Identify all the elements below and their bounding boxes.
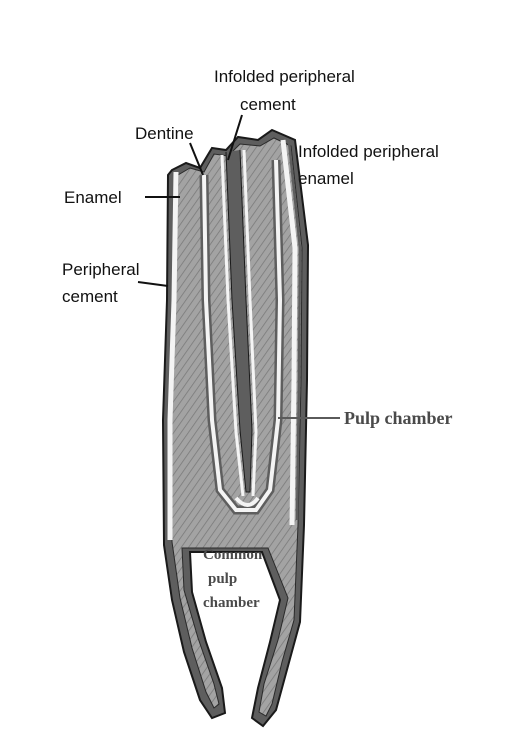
infolded-loop-enamel <box>202 159 283 512</box>
label-common-line2: pulp <box>208 571 237 587</box>
label-common-line1: Common <box>203 547 263 563</box>
tooth-outline <box>161 128 310 728</box>
infolded-cement-core <box>225 149 253 493</box>
label-dentine: Dentine <box>135 124 194 143</box>
label-peripheral-cement-line1: Peripheral <box>62 260 140 279</box>
label-infolded-enamel-line2: enamel <box>298 169 354 188</box>
infolded-enamel-right <box>242 149 258 497</box>
label-infolded-cement-line1: Infolded peripheral <box>214 67 355 86</box>
enamel-band-right <box>280 139 298 526</box>
label-infolded-cement-line2: cement <box>240 95 296 114</box>
label-common-line3: chamber <box>203 595 260 611</box>
infolded-enamel-left <box>220 154 245 497</box>
label-peripheral-cement-line2: cement <box>62 287 118 306</box>
leader-dentine <box>189 142 204 176</box>
leader-peripheral-cement <box>137 281 169 287</box>
enamel-band-left <box>167 171 179 540</box>
leader-infolded-cement <box>227 114 243 161</box>
pulp-chamber-tip <box>234 496 260 507</box>
label-infolded-enamel-line1: Infolded peripheral <box>298 142 439 161</box>
label-enamel: Enamel <box>64 188 122 207</box>
label-pulp-chamber: Pulp chamber <box>344 408 453 428</box>
cement-band-right <box>287 141 302 521</box>
